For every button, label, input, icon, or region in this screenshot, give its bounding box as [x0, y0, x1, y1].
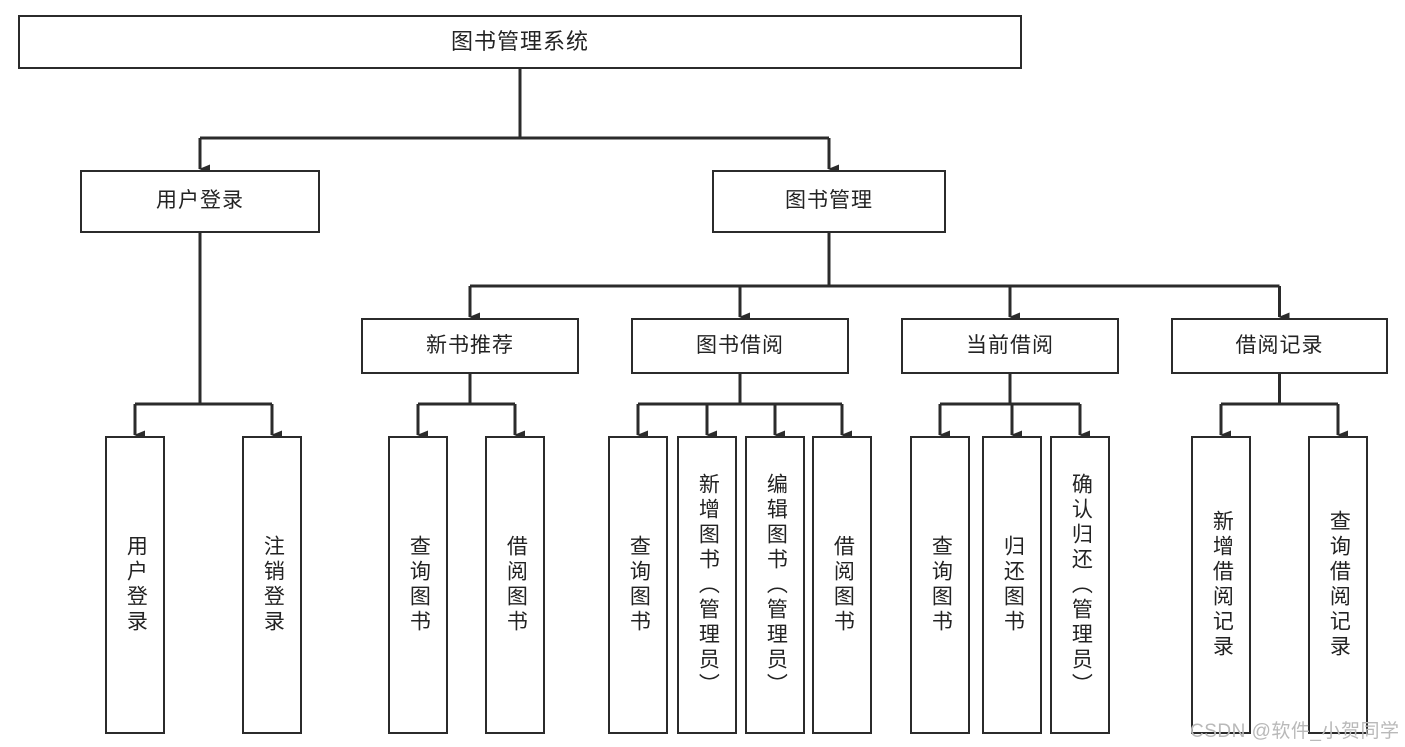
node-login[interactable]: 用户登录: [80, 170, 320, 233]
node-current[interactable]: 当前借阅: [901, 318, 1119, 374]
node-label: 查询图书: [627, 535, 651, 635]
node-l-addbook[interactable]: 新增图书（管理员）: [677, 436, 737, 734]
node-l-qbook2[interactable]: 查询图书: [608, 436, 668, 734]
node-label: 查询图书: [407, 535, 431, 635]
node-l-login[interactable]: 用户登录: [105, 436, 165, 734]
node-label: 当前借阅: [966, 333, 1054, 357]
node-l-qbook3[interactable]: 查询图书: [910, 436, 970, 734]
node-label: 查询借阅记录: [1327, 510, 1351, 660]
connector-lines: [133, 69, 1348, 440]
node-bookmgmt[interactable]: 图书管理: [712, 170, 946, 233]
node-borrow[interactable]: 图书借阅: [631, 318, 849, 374]
node-label: 图书管理: [785, 189, 873, 213]
node-label: 借阅图书: [831, 535, 855, 635]
node-l-bbook1[interactable]: 借阅图书: [485, 436, 545, 734]
node-l-qbook1[interactable]: 查询图书: [388, 436, 448, 734]
node-label: 归还图书: [1001, 535, 1025, 635]
node-label: 借阅图书: [504, 535, 528, 635]
node-l-editbook[interactable]: 编辑图书（管理员）: [745, 436, 805, 734]
node-label: 新增图书（管理员）: [696, 472, 720, 698]
node-newbooks[interactable]: 新书推荐: [361, 318, 579, 374]
node-label: 查询图书: [929, 535, 953, 635]
node-l-addrec[interactable]: 新增借阅记录: [1191, 436, 1251, 734]
node-l-logout[interactable]: 注销登录: [242, 436, 302, 734]
node-label: 图书借阅: [696, 333, 784, 357]
node-l-bbook2[interactable]: 借阅图书: [812, 436, 872, 734]
node-label: 用户登录: [156, 189, 244, 213]
node-label: 确认归还（管理员）: [1069, 472, 1093, 698]
node-label: 借阅记录: [1235, 333, 1324, 357]
node-label: 注销登录: [261, 535, 285, 635]
node-root[interactable]: 图书管理系统: [18, 15, 1022, 69]
node-l-qrec[interactable]: 查询借阅记录: [1308, 436, 1368, 734]
node-label: 用户登录: [124, 535, 148, 635]
node-l-confirm[interactable]: 确认归还（管理员）: [1050, 436, 1110, 734]
node-records[interactable]: 借阅记录: [1171, 318, 1388, 374]
node-label: 编辑图书（管理员）: [764, 472, 788, 698]
node-label: 新书推荐: [426, 333, 514, 357]
node-l-return[interactable]: 归还图书: [982, 436, 1042, 734]
node-label: 新增借阅记录: [1210, 510, 1234, 660]
node-label: 图书管理系统: [450, 29, 589, 55]
